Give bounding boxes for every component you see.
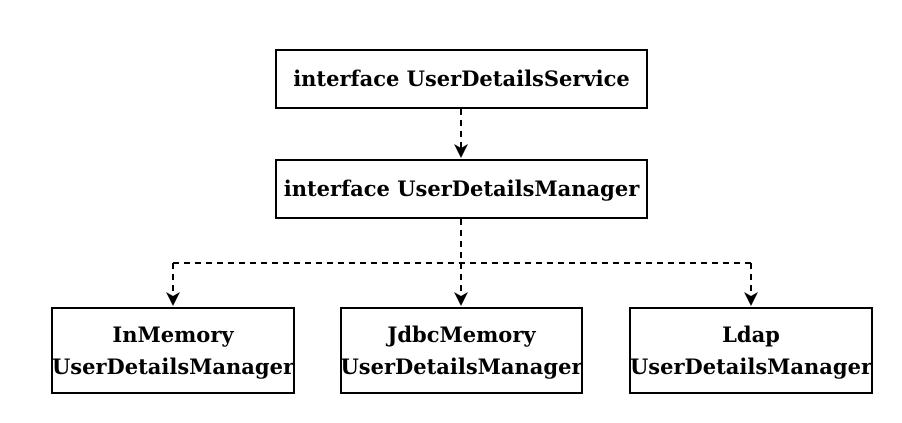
node-label-line2: UserDetailsManager (51, 353, 295, 379)
node-inmemory-user-details-manager: InMemory UserDetailsManager (51, 307, 295, 394)
node-label: interface UserDetailsService (293, 66, 630, 91)
node-label-line1: InMemory (112, 321, 234, 347)
node-jdbc-memory-user-details-manager: JdbcMemory UserDetailsManager (340, 307, 583, 394)
node-label-line2: UserDetailsManager (629, 353, 873, 379)
node-label-line1: JdbcMemory (387, 321, 536, 347)
node-ldap-user-details-manager: Ldap UserDetailsManager (629, 307, 873, 394)
node-label-line2: UserDetailsManager (340, 353, 583, 379)
node-user-details-manager: interface UserDetailsManager (275, 159, 648, 219)
node-label: interface UserDetailsManager (283, 176, 640, 201)
node-label-line1: Ldap (722, 321, 780, 347)
node-user-details-service: interface UserDetailsService (275, 49, 648, 109)
